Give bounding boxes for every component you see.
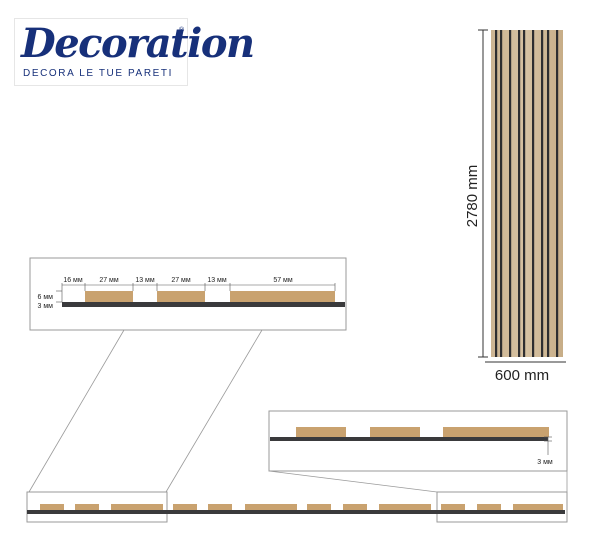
- full-profile: [26, 491, 568, 523]
- panel-felt-gap: [518, 30, 521, 357]
- profile-slat: [513, 504, 563, 510]
- profile-felt-base: [27, 510, 565, 514]
- zoom-connectors: [28, 329, 568, 493]
- brand-name: Decoration: [21, 20, 255, 67]
- profile-slat: [75, 504, 99, 510]
- detail-right-slat-2: [370, 427, 420, 437]
- profile-slat: [245, 504, 297, 510]
- height-label-6: 6 мм: [38, 294, 54, 301]
- panel-wood-face: [491, 30, 563, 357]
- panel-felt-gap: [523, 30, 526, 357]
- panel-felt-gap: [509, 30, 512, 357]
- width-label-16: 16 мм: [63, 277, 83, 284]
- profile-slat: [40, 504, 64, 510]
- profile-slat: [441, 504, 465, 510]
- panel-felt-gap: [495, 30, 498, 357]
- zoom-frame-left: [26, 491, 168, 523]
- detail-right-slat-1: [296, 427, 346, 437]
- panel-felt-gap: [556, 30, 559, 357]
- width-label-13b: 13 мм: [207, 277, 227, 284]
- panel-felt-gap: [532, 30, 535, 357]
- profile-slat: [343, 504, 367, 510]
- height-dimension: 2780 mm: [464, 29, 488, 358]
- detail-slat-3: [230, 291, 335, 302]
- panel-front-view: [491, 30, 563, 357]
- panel-felt-gap: [541, 30, 544, 357]
- detail-right-slat-3: [443, 427, 549, 437]
- base-thickness-label: 3 мм: [537, 459, 553, 466]
- detail-felt-base: [62, 302, 345, 307]
- panel-felt-gap: [500, 30, 503, 357]
- panel-felt-gap: [547, 30, 550, 357]
- width-label-27b: 27 мм: [171, 277, 191, 284]
- profile-slats: [40, 504, 563, 510]
- registered-mark: ®: [179, 27, 185, 34]
- panel-felt-gaps: [495, 30, 559, 357]
- height-label: 2780 mm: [464, 165, 481, 228]
- detail-box-left: 16 мм 27 мм 13 мм 27 мм 13 мм 57 мм 6 мм…: [29, 257, 347, 331]
- zoom-frame-right: [436, 491, 568, 523]
- profile-slat: [307, 504, 331, 510]
- profile-slat: [111, 504, 163, 510]
- profile-slat: [379, 504, 431, 510]
- detail-right-felt-base: [270, 437, 548, 441]
- height-label-3: 3 мм: [38, 303, 54, 310]
- profile-slat: [208, 504, 232, 510]
- width-label-27a: 27 мм: [99, 277, 119, 284]
- width-label-13a: 13 мм: [135, 277, 155, 284]
- detail-box-right: 3 мм: [268, 410, 568, 472]
- width-label: 600 mm: [495, 367, 549, 384]
- brand-logo: Decoration ® DECORA LE TUE PARETI: [14, 18, 255, 86]
- profile-slat: [477, 504, 501, 510]
- width-dimension: 600 mm: [485, 361, 566, 384]
- detail-slat-2: [157, 291, 205, 302]
- brand-tagline: DECORA LE TUE PARETI: [23, 68, 173, 79]
- width-label-57: 57 мм: [273, 277, 293, 284]
- detail-slat-1: [85, 291, 133, 302]
- profile-slat: [173, 504, 197, 510]
